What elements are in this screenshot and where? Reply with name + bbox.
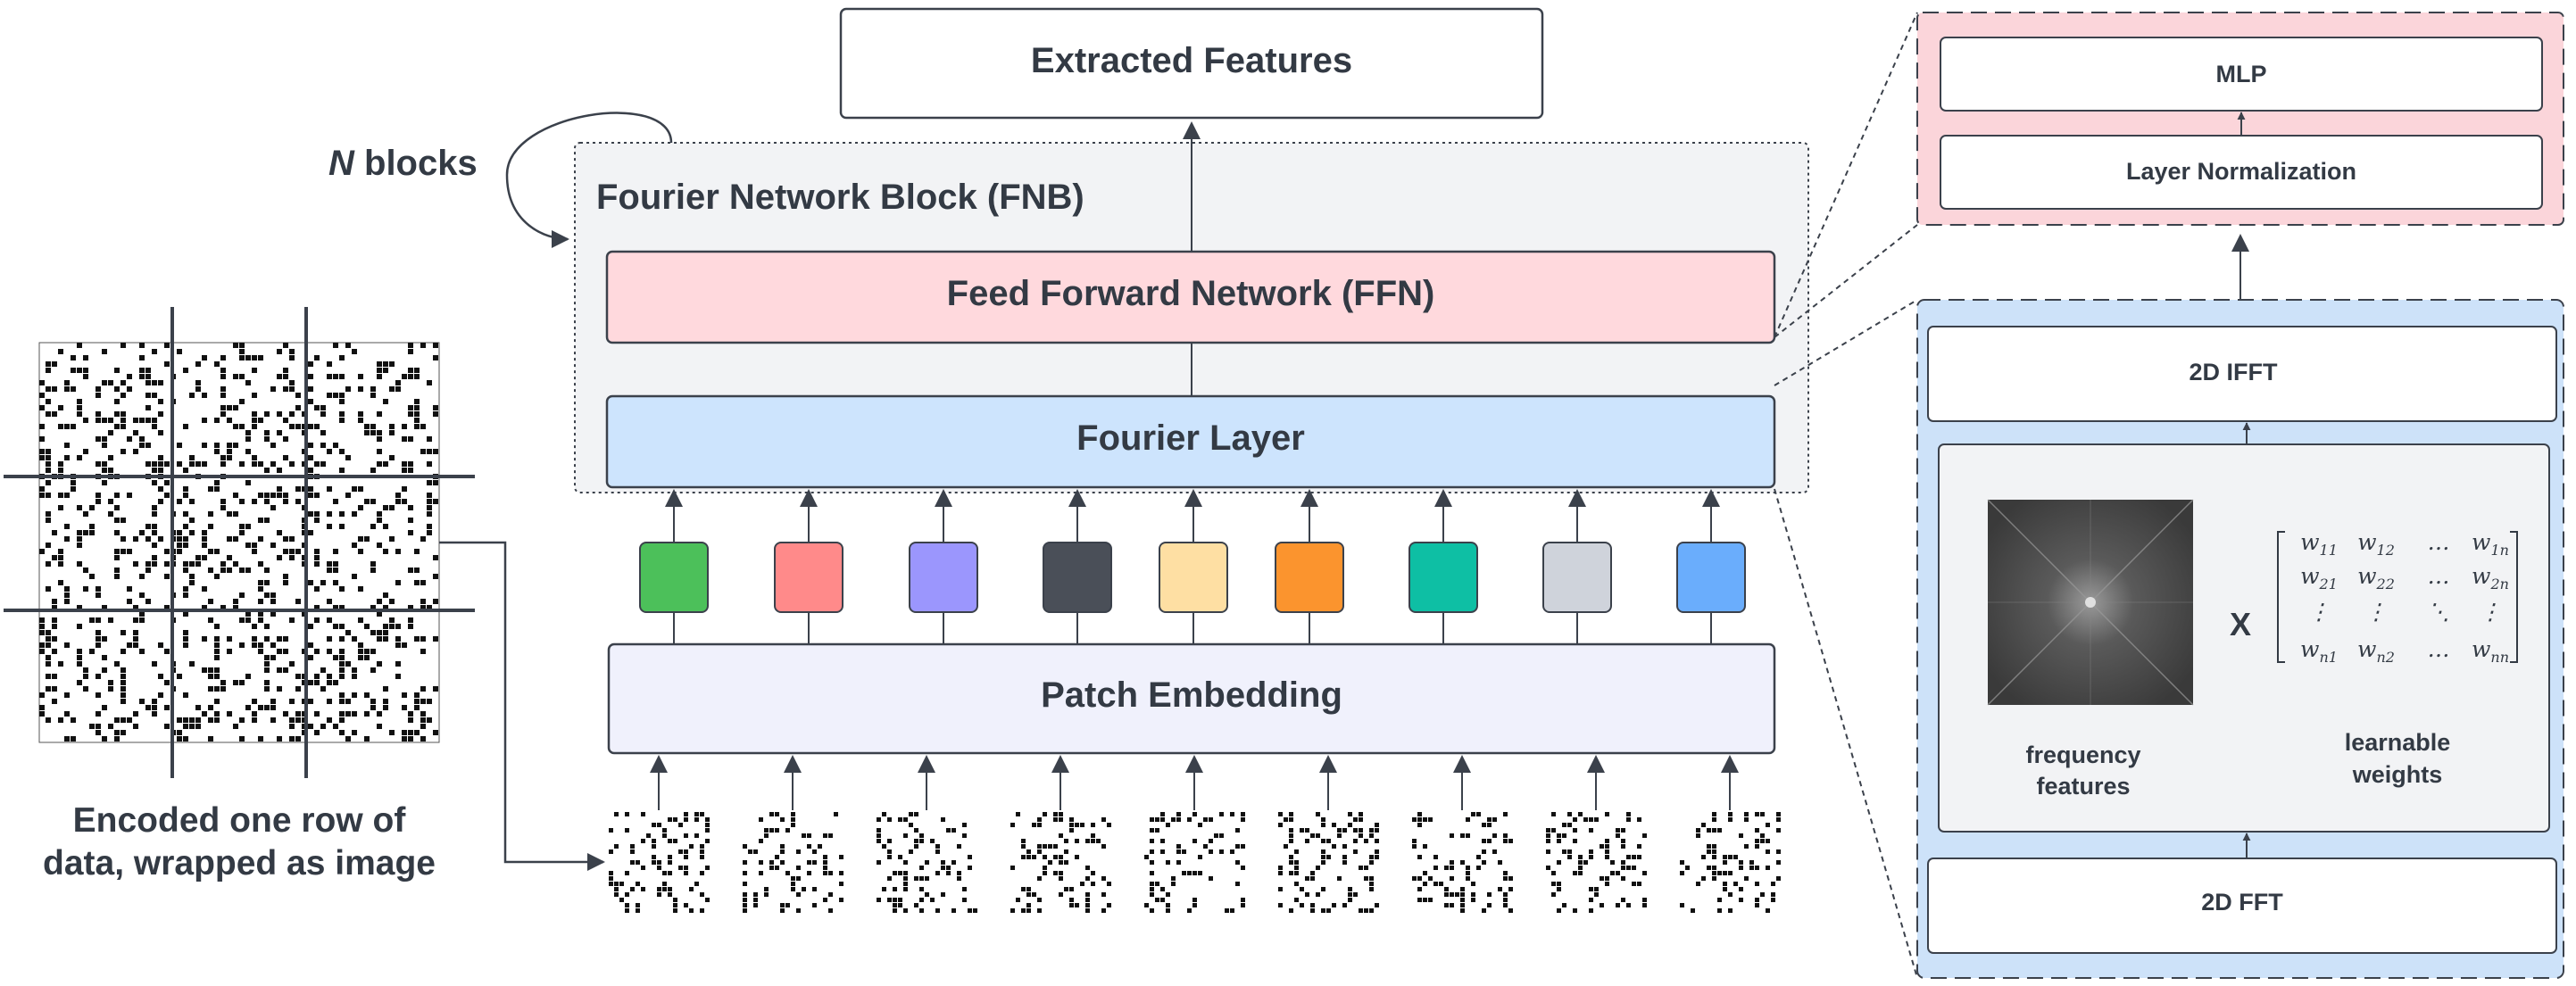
encoded-caption-line2: data, wrapped as image xyxy=(43,844,436,882)
ifft-box xyxy=(1927,326,2557,422)
patch-token-row xyxy=(639,489,1746,644)
fourier-layer-box xyxy=(605,394,1776,489)
mlp-label: MLP xyxy=(2216,61,2267,87)
patch-token xyxy=(1676,542,1746,613)
patch-token xyxy=(909,542,978,613)
matrix-entry: wnn xyxy=(2472,636,2509,666)
patch-image xyxy=(743,812,843,913)
patch-token xyxy=(1408,542,1478,613)
fourier-layer-label: Fourier Layer xyxy=(1076,418,1305,458)
multiply-sign: X xyxy=(2230,606,2251,642)
frequency-label-line1: frequency xyxy=(2025,742,2140,768)
ifft-label: 2D IFFT xyxy=(2190,359,2279,385)
patch-image xyxy=(609,812,710,913)
n-blocks-label: N blocks xyxy=(328,144,478,183)
image-to-patches-connector xyxy=(439,541,605,871)
extracted-features-label: Extracted Features xyxy=(1031,41,1352,80)
matrix-entry: ⋮ xyxy=(2308,599,2331,625)
layer-norm-label: Layer Normalization xyxy=(2126,158,2356,185)
n-blocks-loop-arrow xyxy=(505,112,673,248)
fft-label: 2D FFT xyxy=(2201,889,2283,916)
patch-embedding-label: Patch Embedding xyxy=(1041,675,1342,715)
patch-token xyxy=(1159,542,1228,613)
patch-image xyxy=(1010,812,1111,913)
matrix-entry: … xyxy=(2428,636,2450,662)
learnable-label-line1: learnable xyxy=(2345,729,2451,756)
patch-embedding-box xyxy=(607,642,1776,755)
mlp-box xyxy=(1940,37,2543,112)
patch-grid-lines xyxy=(4,307,475,778)
matrix-entry: ⋮ xyxy=(2365,599,2388,625)
matrix-entry: w2n xyxy=(2472,563,2509,592)
patch-token xyxy=(1275,542,1344,613)
frequency-label-line2: features xyxy=(2036,773,2130,800)
matrix-entry: wn1 xyxy=(2300,636,2338,666)
matrix-entry: … xyxy=(2428,563,2450,589)
zoom-connectors xyxy=(1774,12,1918,979)
patch-image xyxy=(1546,812,1647,913)
matrix-entry: ⋱ xyxy=(2428,599,2450,625)
patch-image xyxy=(1680,812,1781,913)
patch-token xyxy=(774,542,843,613)
encoded-caption-line1: Encoded one row of xyxy=(73,801,407,840)
patch-image xyxy=(877,812,977,913)
frequency-spectrum-image xyxy=(1987,499,2194,706)
matrix-entry: ⋮ xyxy=(2480,599,2502,625)
patch-image-row xyxy=(609,755,1781,913)
patch-image xyxy=(1144,812,1245,913)
patch-image xyxy=(1412,812,1513,913)
encoded-image xyxy=(4,307,475,778)
ffn-label: Feed Forward Network (FFN) xyxy=(947,274,1435,313)
fnb-title: Fourier Network Block (FNB) xyxy=(596,178,1084,217)
patch-token xyxy=(1043,542,1112,613)
ffn-box xyxy=(605,250,1776,344)
patch-token xyxy=(639,542,709,613)
learnable-label-line2: weights xyxy=(2352,761,2443,788)
fft-box xyxy=(1927,858,2557,954)
extracted-features-box xyxy=(839,7,1544,120)
matrix-entry: w1n xyxy=(2472,529,2509,559)
patch-token xyxy=(1542,542,1612,613)
encoded-image-pixels xyxy=(39,343,438,742)
matrix-entry: … xyxy=(2428,529,2450,555)
patch-image xyxy=(1278,812,1379,913)
matrix-entry: w21 xyxy=(2300,563,2338,592)
